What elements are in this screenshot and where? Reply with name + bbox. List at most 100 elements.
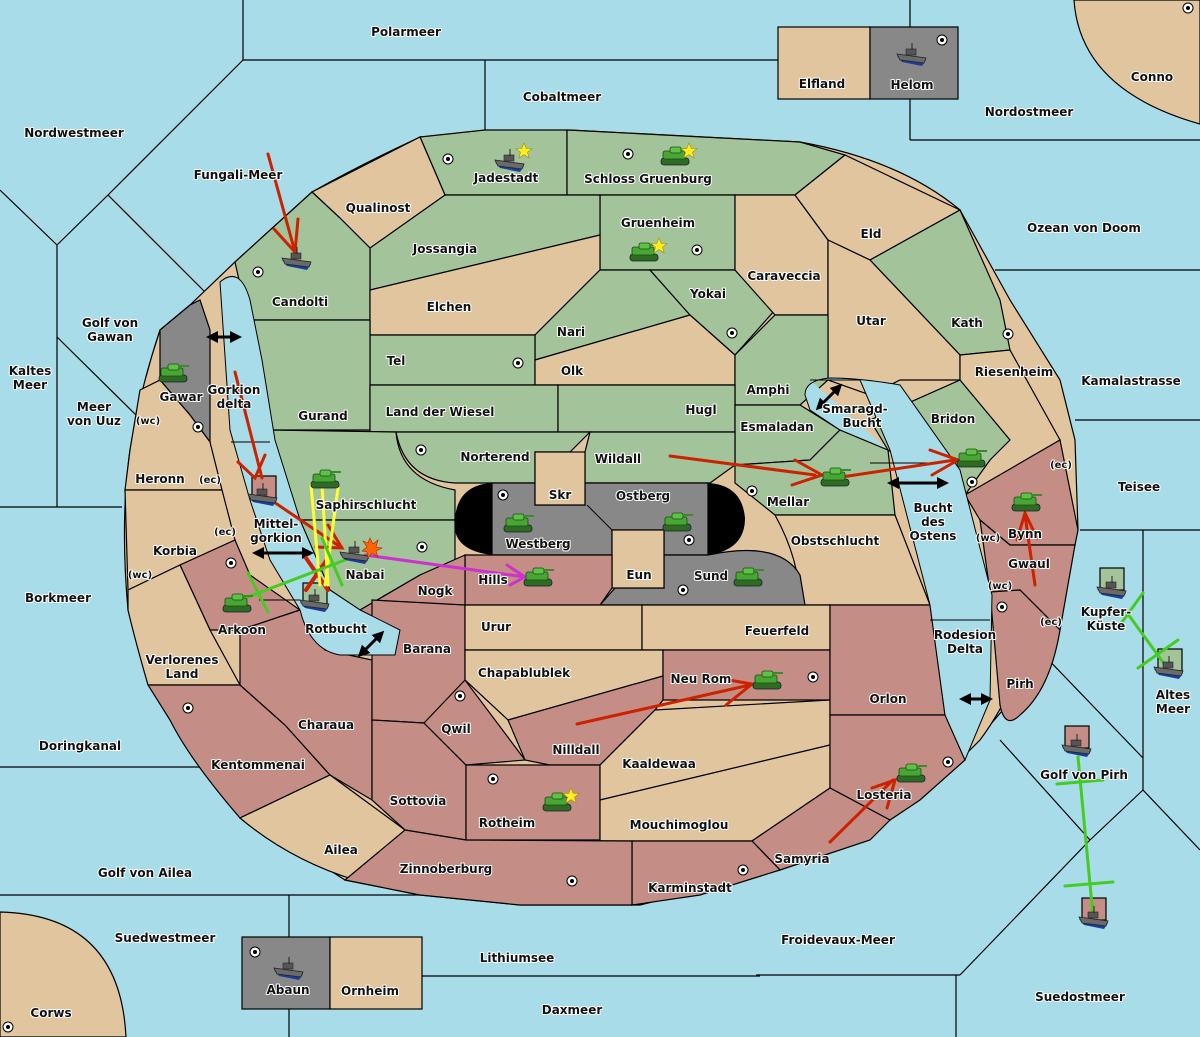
label-abaun: Abaun: [266, 983, 309, 997]
label-sund: Sund: [694, 569, 728, 583]
territory-jadestadt[interactable]: [419, 129, 568, 196]
label-rodesion: Delta: [947, 642, 983, 656]
supply-center-icon: [746, 485, 758, 497]
label-rotheim: Rotheim: [479, 816, 536, 830]
label-schloss: Schloss Gruenburg: [584, 172, 712, 186]
label-neu-rom: Neu Rom: [671, 672, 732, 686]
label-kaltes: Kaltes: [9, 364, 52, 378]
supply-center-icon: [442, 153, 454, 165]
label-candolti: Candolti: [272, 295, 328, 309]
label-zinnoberburg: Zinnoberburg: [400, 862, 492, 876]
label-hugl: Hugl: [685, 403, 716, 417]
territory-eun[interactable]: [611, 529, 665, 589]
label-kupfer: Kupfer-: [1081, 605, 1131, 619]
supply-center-icon: [942, 756, 954, 768]
coast-link-arrows: [206, 331, 993, 705]
territory-verlorenes-land[interactable]: [127, 564, 242, 686]
label-suedwestmeer: Suedwestmeer: [115, 931, 216, 945]
label-ornheim: Ornheim: [341, 984, 399, 998]
label-bucht-ostens: des: [921, 515, 945, 529]
coast-label: (ec): [1040, 617, 1062, 628]
label-jadestadt: Jadestadt: [473, 171, 539, 185]
coast-label: (ec): [1050, 460, 1072, 471]
label-land-der-wiesel: Land der Wiesel: [386, 405, 495, 419]
territory-utar[interactable]: [827, 239, 961, 396]
supply-center-icon: [622, 148, 634, 160]
territory-conno[interactable]: [1073, 0, 1200, 125]
island-ornheim[interactable]: [329, 936, 423, 1010]
supply-center-icon: [182, 702, 194, 714]
label-uuz: Meer: [77, 400, 111, 414]
label-polarmeer: Polarmeer: [371, 25, 441, 39]
supply-center-icon: [691, 244, 703, 256]
label-verlorenes: Verlorenes: [146, 653, 219, 667]
label-borkmeer: Borkmeer: [25, 591, 91, 605]
supply-center-icon: [512, 357, 524, 369]
label-kamalastrasse: Kamalastrasse: [1081, 374, 1181, 388]
double-arrow-icon: [815, 383, 843, 411]
supply-center-icon: [487, 773, 499, 785]
supply-center-icon: [415, 444, 427, 456]
double-arrow-icon: [357, 630, 385, 658]
label-riesenheim: Riesenheim: [975, 365, 1054, 379]
label-utar: Utar: [856, 314, 886, 328]
supply-center-icon: [966, 476, 978, 488]
territory-skr[interactable]: [534, 451, 586, 506]
label-gawar: Gawar: [159, 390, 202, 404]
dislodged-icon: [361, 537, 383, 559]
label-kaaldewaa: Kaaldewaa: [622, 757, 696, 771]
supply-center-icon: [192, 421, 204, 433]
sea-bucht-des-ostens[interactable]: [804, 377, 993, 762]
label-bucht-ostens: Bucht: [913, 501, 952, 515]
label-froidevaux: Froidevaux-Meer: [781, 933, 895, 947]
label-rodesion: Rodesion: [934, 628, 996, 642]
label-kath: Kath: [951, 316, 983, 330]
impassable-west: [454, 483, 492, 555]
supply-center-icon: [1182, 2, 1194, 14]
territory-pirh[interactable]: [989, 589, 1061, 722]
coast-label: (wc): [976, 533, 1000, 544]
label-mittel: gorkion: [250, 531, 302, 545]
territory-zinnoberburg[interactable]: [343, 829, 633, 906]
label-yokai: Yokai: [689, 287, 726, 301]
label-wildall: Wildall: [595, 452, 641, 466]
supply-center-icon: [677, 584, 689, 596]
label-daxmeer: Daxmeer: [542, 1003, 603, 1017]
label-helom: Helom: [890, 78, 933, 92]
territory-yokai[interactable]: [648, 269, 776, 356]
supply-center-icon: [807, 671, 819, 683]
label-fungali: Fungali-Meer: [194, 168, 283, 182]
label-ailea: Ailea: [324, 843, 358, 857]
supply-center-icon: [225, 557, 237, 569]
label-losteria: Losteria: [856, 788, 911, 802]
label-gurand: Gurand: [298, 409, 348, 423]
label-smaragd: Bucht: [842, 416, 881, 430]
territory-gruenheim[interactable]: [599, 194, 736, 271]
label-mouchimoglou: Mouchimoglou: [630, 818, 729, 832]
supply-center-icon: [416, 541, 428, 553]
sea-gorkion[interactable]: [219, 276, 401, 656]
label-golf-ailea: Golf von Ailea: [98, 866, 192, 880]
label-doringkanal: Doringkanal: [39, 739, 121, 753]
label-cobaltmeer: Cobaltmeer: [523, 90, 601, 104]
label-charaua: Charaua: [298, 718, 354, 732]
coast-label: (ec): [214, 527, 236, 538]
label-kupfer: Küste: [1087, 619, 1126, 633]
label-altes-meer: Altes: [1156, 688, 1190, 702]
territory-corws[interactable]: [0, 911, 127, 1037]
supply-center-icon: [497, 489, 509, 501]
label-skr: Skr: [549, 488, 572, 502]
label-corws: Corws: [30, 1006, 71, 1020]
label-feuerfeld: Feuerfeld: [745, 624, 810, 638]
label-altes-meer: Meer: [1156, 702, 1190, 716]
label-pirh: Pirh: [1006, 677, 1033, 691]
supply-center-icon: [683, 534, 695, 546]
label-orlon: Orlon: [869, 692, 906, 706]
supply-center-icon: [249, 946, 261, 958]
label-samyria: Samyria: [774, 852, 829, 866]
label-nordwestmeer: Nordwestmeer: [24, 126, 124, 140]
supply-center-icon: [252, 266, 264, 278]
label-qualinost: Qualinost: [346, 201, 411, 215]
label-smaragd: Smaragd-: [822, 402, 887, 416]
